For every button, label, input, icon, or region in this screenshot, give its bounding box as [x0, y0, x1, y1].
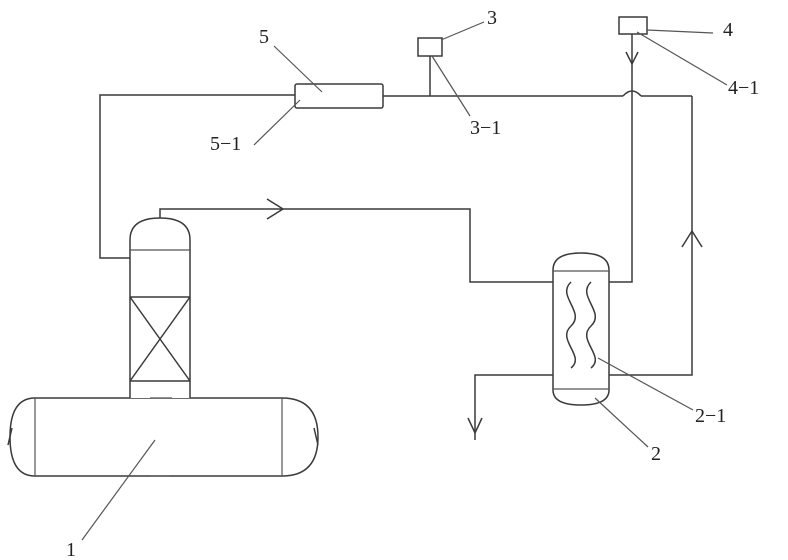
- pipe-right-return: [600, 96, 693, 376]
- arrow-up-icon: [681, 229, 703, 248]
- leader-4-1: [636, 31, 728, 86]
- pipe-network: [99, 34, 693, 440]
- component-2-heat-exchanger: [552, 252, 610, 406]
- component-4-box: [618, 16, 648, 35]
- pipe-left-riser: [99, 94, 295, 259]
- tank-end-right: [313, 427, 319, 446]
- label-4-1: 4−1: [728, 77, 759, 99]
- arrow-right-icon: [266, 198, 285, 220]
- label-1: 1: [66, 539, 76, 560]
- exchanger-shell: [552, 252, 610, 406]
- leader-5-1: [253, 99, 301, 146]
- distillation-column: [129, 217, 191, 398]
- leader-2: [594, 397, 649, 448]
- label-5: 5: [259, 26, 269, 48]
- arrow-down-icon: [625, 51, 639, 66]
- leader-4: [646, 29, 714, 34]
- tank-end-left: [7, 427, 13, 446]
- leader-3-1: [431, 55, 471, 117]
- arrow-down-outlet-icon: [467, 417, 483, 435]
- pipe-coolant-line: [607, 34, 633, 283]
- component-3-box: [417, 37, 443, 57]
- leader-5: [273, 45, 323, 93]
- pipe-vapor-line: [159, 208, 553, 283]
- label-2: 2: [651, 443, 661, 465]
- exchanger-coil-left: [565, 281, 577, 369]
- leader-3: [440, 21, 485, 41]
- flow-arrows: [266, 51, 703, 435]
- leader-2-1: [597, 357, 694, 411]
- component-labels: 1 2 2−1 3 3−1 4 4−1 5 5−1: [66, 7, 759, 560]
- exchanger-coil-right: [585, 281, 597, 369]
- label-3: 3: [487, 7, 497, 29]
- horizontal-tank: [9, 397, 319, 477]
- component-5-unit: [294, 83, 384, 109]
- packing-cross-b: [129, 296, 191, 382]
- label-5-1: 5−1: [210, 133, 241, 155]
- leader-lines: [81, 21, 728, 541]
- label-2-1: 2−1: [695, 405, 726, 427]
- label-4: 4: [723, 19, 733, 41]
- label-3-1: 3−1: [470, 117, 501, 139]
- leader-1: [81, 439, 156, 541]
- pipe-outlet: [474, 374, 555, 440]
- component-1-vessel: [7, 217, 319, 477]
